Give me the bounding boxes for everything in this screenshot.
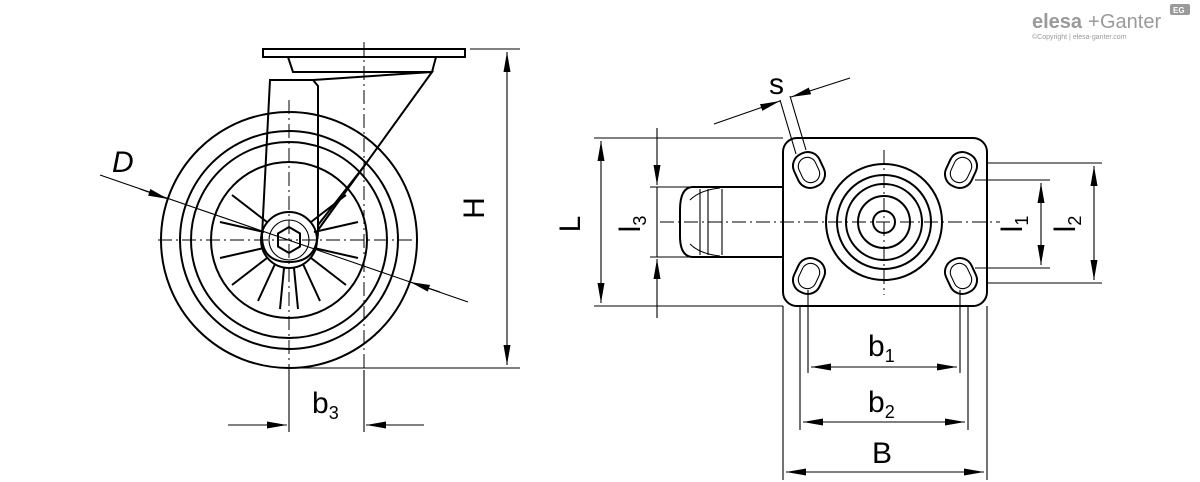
bolt-slot-bottom-left: [791, 257, 827, 295]
s-arrow-left: [713, 100, 781, 125]
fork-leg: [260, 79, 319, 264]
bolt-slots: [791, 151, 979, 295]
brand-name-plus: +: [1088, 11, 1100, 33]
brand-badge: EG: [1173, 6, 1185, 15]
L-label: L: [554, 216, 587, 233]
top-view: s L l3 l1 l2 b1 b2: [554, 68, 1102, 480]
height-label: H: [458, 197, 491, 219]
bolt-slot-top-left: [791, 151, 827, 189]
l1-label: l1: [996, 216, 1032, 233]
l2-label: l2: [1049, 216, 1085, 233]
fork-edge: [317, 164, 366, 226]
swivel-bearing: [287, 56, 437, 73]
brand-name-right: Ganter: [1100, 11, 1161, 33]
b1-label: b1: [868, 330, 895, 366]
brand-badge-box: [1170, 4, 1190, 15]
b3-label: b3: [312, 387, 339, 423]
s-extension-left: [789, 95, 807, 151]
wheel-spokes: [219, 194, 359, 310]
l3-label: l3: [614, 216, 650, 233]
b2-label: b2: [868, 386, 895, 422]
brand-name-left: elesa: [1032, 11, 1083, 33]
B-label: B: [872, 437, 892, 470]
s-label: s: [769, 68, 784, 101]
diameter-label: D: [112, 146, 134, 179]
side-view: D H b3: [99, 42, 520, 432]
s-extension-right: [779, 99, 797, 155]
brand-copyright: ©Copyright | elesa-ganter.com: [1032, 33, 1127, 41]
tread-curves: [689, 187, 721, 257]
s-arrow-right: [790, 77, 851, 98]
diameter-arrow-right: [409, 281, 441, 293]
brand-logo: elesa + Ganter EG ©Copyright | elesa-gan…: [1032, 4, 1190, 41]
diameter-arrow-left: [139, 188, 169, 200]
wheel-tread-outline: [679, 186, 783, 258]
bolt-slot-top-right: [943, 151, 979, 189]
bolt-slot-bottom-right: [943, 257, 979, 295]
